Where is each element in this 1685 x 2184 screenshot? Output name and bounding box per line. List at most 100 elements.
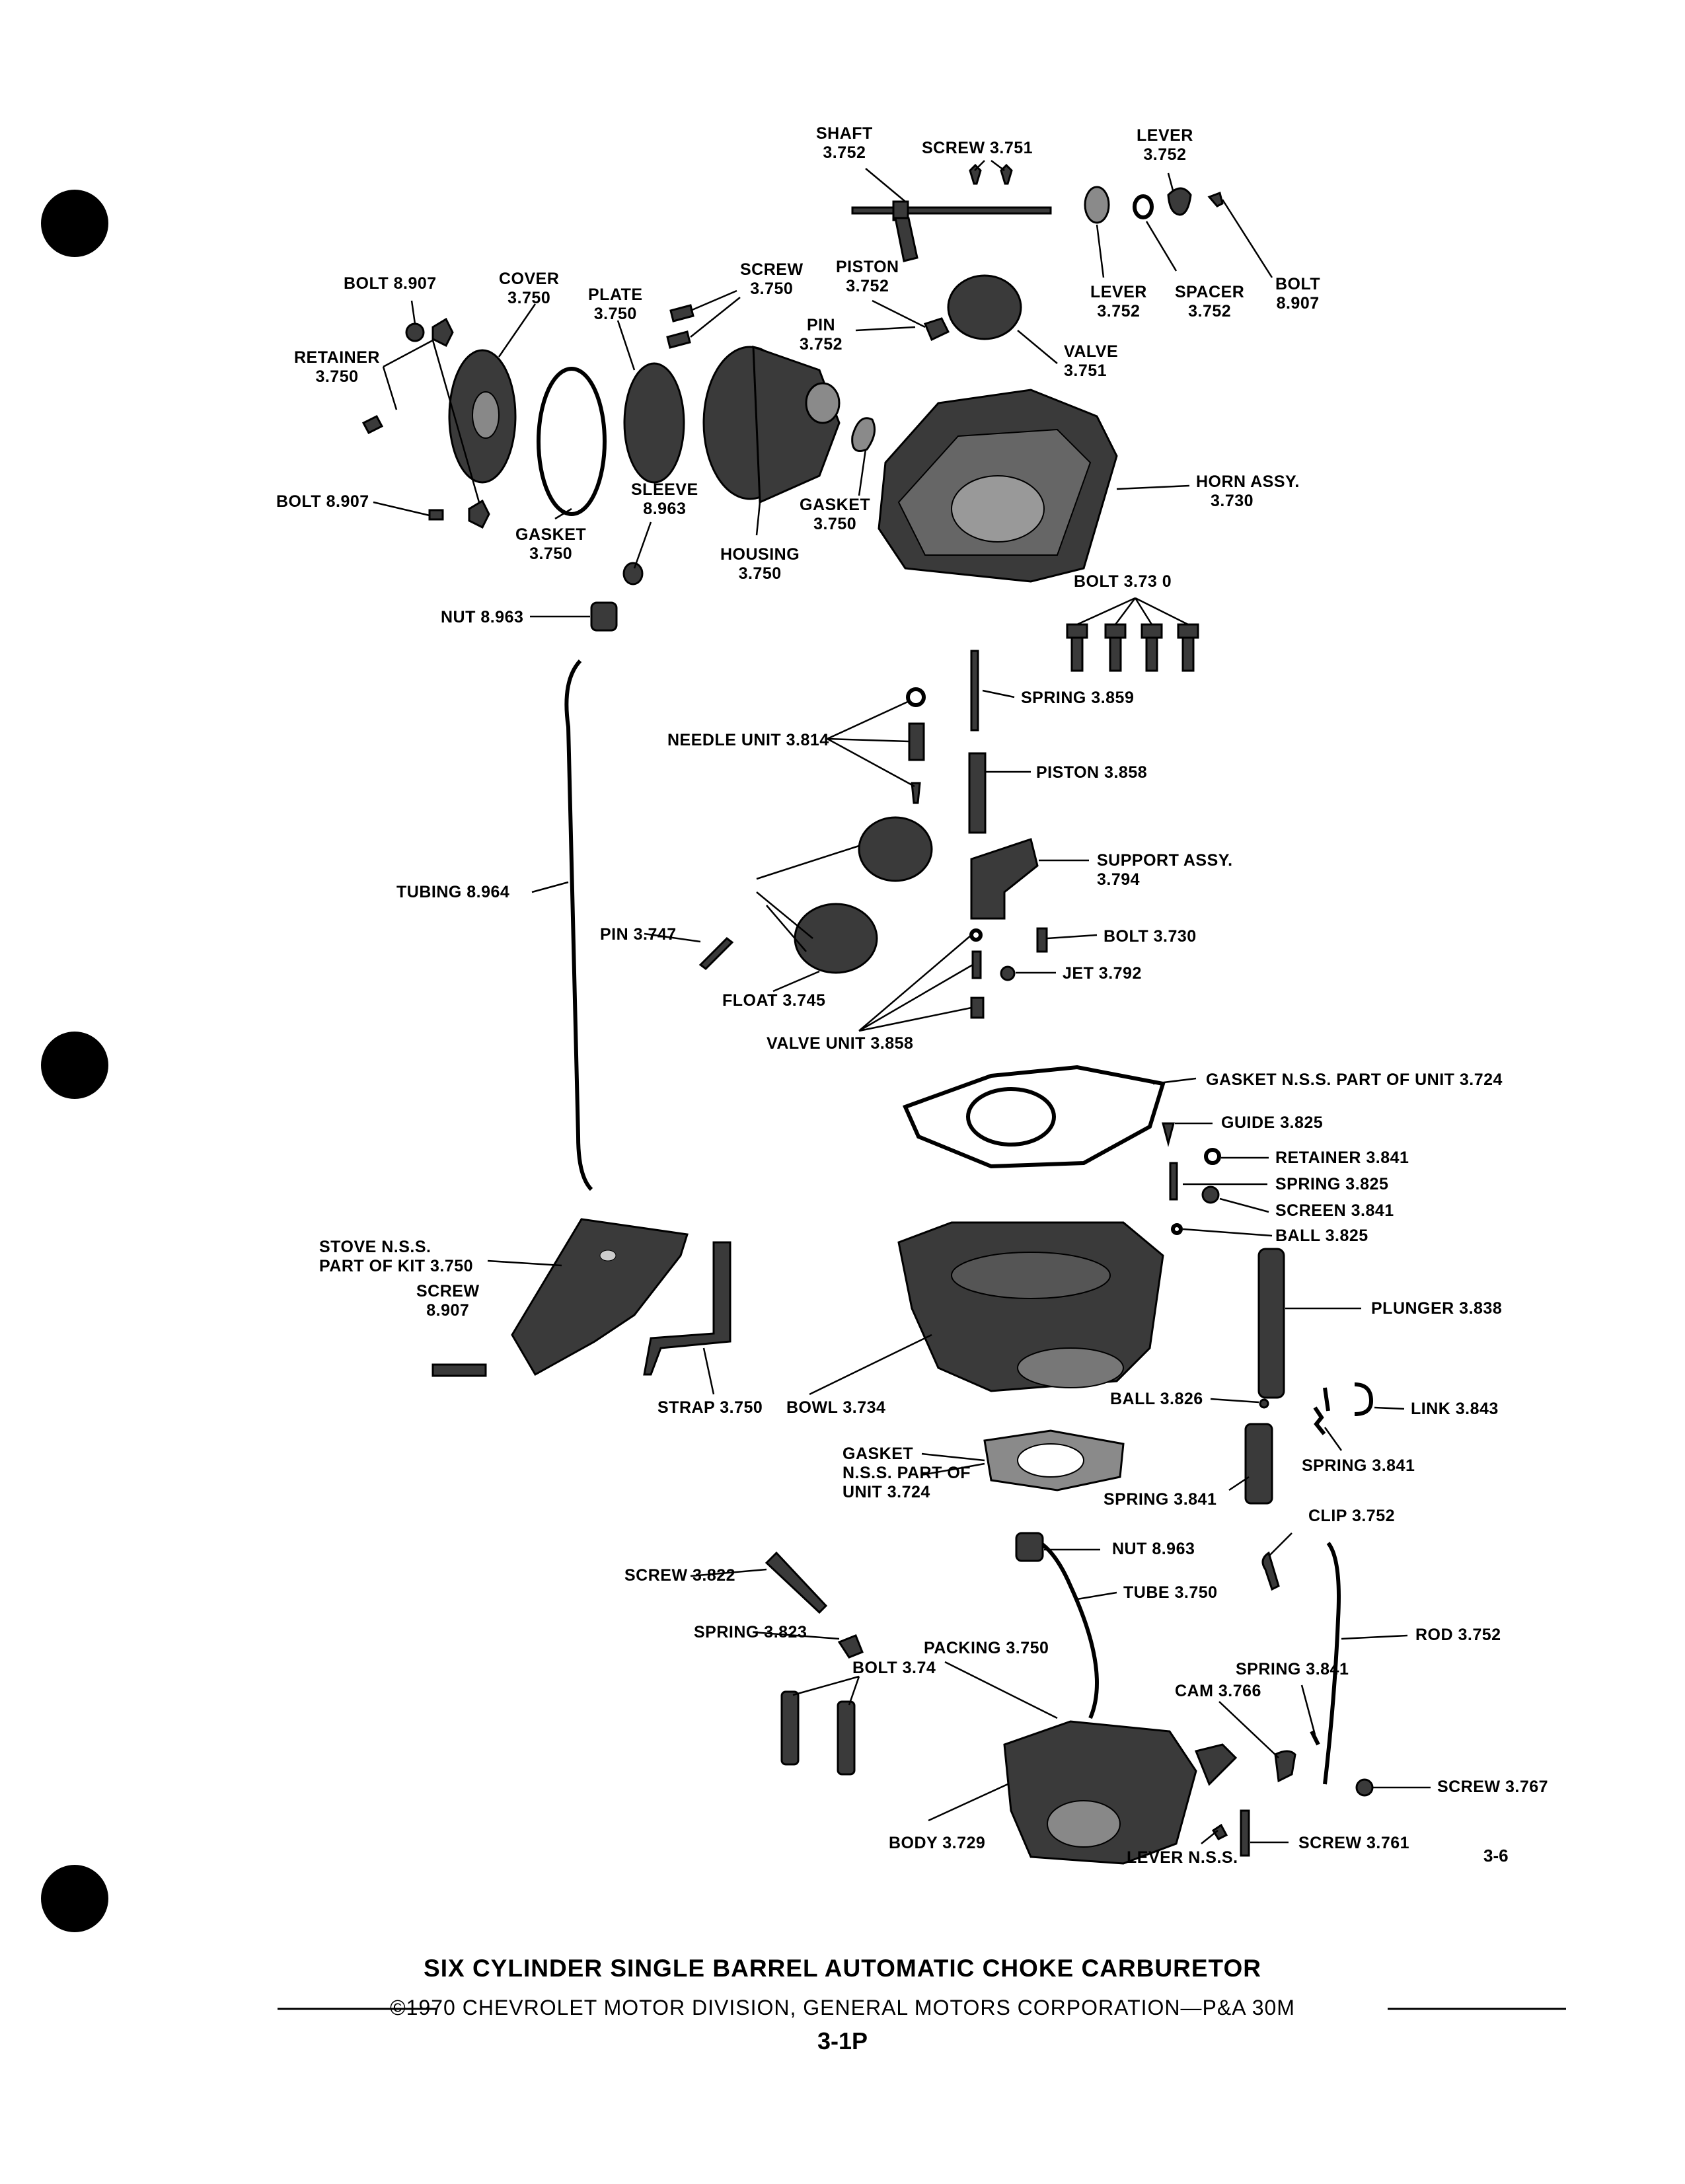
label-bolt-374: BOLT 3.74: [852, 1659, 936, 1677]
valve-3751-part: [947, 274, 1022, 340]
label-nut-8963-bottom: NUT 8.963: [1112, 1540, 1195, 1558]
label-tubing: TUBING 8.964: [396, 883, 510, 901]
label-bolt-3730-mid: BOLT 3.730: [1104, 927, 1197, 946]
needle-unit-ring: [906, 687, 926, 707]
body-part: [1003, 1720, 1238, 1865]
spring-3859-part: [970, 650, 979, 732]
label-bolt-top-left: BOLT 8.907: [344, 274, 437, 293]
nut-8963-top-part: [590, 601, 618, 632]
gasket-nss-part: [902, 1065, 1166, 1169]
screw-3761-part: [1240, 1809, 1250, 1857]
retainer-lower-part-b: [468, 499, 490, 529]
label-strap: STRAP 3.750: [657, 1398, 763, 1417]
rod-part: [1323, 1542, 1341, 1785]
label-rod: ROD 3.752: [1415, 1626, 1501, 1644]
label-clip: CLIP 3.752: [1308, 1507, 1396, 1525]
retainer-lower-part-a: [361, 415, 384, 434]
punch-hole-bottom: [41, 1865, 108, 1932]
screw-3767-part: [1355, 1778, 1374, 1797]
piston-3752-part: [923, 317, 950, 342]
nut-8963-bottom-part: [1015, 1532, 1044, 1562]
float-part: [756, 816, 933, 974]
screw-3750-b: [666, 330, 691, 349]
label-spring-3823: SPRING 3.823: [694, 1623, 807, 1641]
label-spring-3825: SPRING 3.825: [1275, 1175, 1389, 1193]
retainer-3841-part: [1204, 1148, 1221, 1165]
label-guide: GUIDE 3.825: [1221, 1113, 1324, 1132]
tube-3750-part: [1024, 1534, 1099, 1719]
screw-3750-a: [669, 304, 694, 322]
label-bolt-mid-left: BOLT 8.907: [276, 492, 369, 511]
tubing-part: [564, 659, 593, 1191]
jet-part: [1000, 965, 1016, 981]
screw-8907-part: [431, 1363, 487, 1377]
needle-unit-needle: [911, 782, 921, 804]
punch-hole-middle: [41, 1032, 108, 1099]
horn-assembly-part: [878, 389, 1118, 583]
gasket-lower-part: [983, 1429, 1125, 1491]
label-retainer-3841: RETAINER 3.841: [1275, 1148, 1409, 1167]
spacer-part: [1133, 194, 1154, 219]
label-float: FLOAT 3.745: [722, 991, 826, 1010]
label-cam: CAM 3.766: [1175, 1682, 1261, 1700]
ball-3825-part: [1171, 1223, 1183, 1235]
label-needle: NEEDLE UNIT 3.814: [667, 731, 829, 749]
cam-part: [1274, 1750, 1296, 1783]
spring-3825-part: [1169, 1162, 1178, 1201]
label-plunger: PLUNGER 3.838: [1371, 1299, 1503, 1318]
lever-nss-part: [1211, 1823, 1228, 1840]
plunger-part: [1257, 1248, 1285, 1399]
label-bolt-3730-top: BOLT 3.73 0: [1074, 572, 1172, 591]
screen-part: [1201, 1186, 1220, 1204]
label-link: LINK 3.843: [1411, 1400, 1499, 1418]
gasket-3750-small: [851, 417, 876, 452]
label-body: BODY 3.729: [889, 1834, 986, 1852]
label-bowl: BOWL 3.734: [786, 1398, 886, 1417]
label-screen: SCREEN 3.841: [1275, 1201, 1394, 1220]
label-lever-nss: LEVER N.S.S.: [1127, 1848, 1238, 1867]
sheet-number: 3-6: [1483, 1846, 1509, 1865]
spring-3823-part: [837, 1634, 864, 1659]
label-screw-3761: SCREW 3.761: [1298, 1834, 1410, 1852]
housing-part: [702, 345, 841, 504]
label-gasket-nss: GASKET N.S.S. PART OF UNIT 3.724: [1206, 1071, 1503, 1089]
label-spring-3841-c: SPRING 3.841: [1236, 1660, 1349, 1678]
copyright-line: ©1970 CHEVROLET MOTOR DIVISION, GENERAL …: [390, 1996, 1295, 2019]
leader-lines: [373, 160, 1431, 1844]
spring-3841-c-part: [1310, 1730, 1320, 1746]
bolt-3730-mid-part: [1036, 927, 1048, 953]
label-spring-3841-a: SPRING 3.841: [1302, 1456, 1415, 1475]
page-number: 3-1P: [817, 2027, 868, 2054]
label-horn: HORN ASSY.3.730: [1196, 472, 1300, 510]
label-valve-unit: VALVE UNIT 3.858: [767, 1034, 914, 1053]
label-spring-3841-b: SPRING 3.841: [1104, 1490, 1217, 1509]
link-part: [1323, 1382, 1374, 1416]
spring-3841-small-part: [1313, 1406, 1326, 1435]
ball-3826-part: [1259, 1398, 1269, 1409]
valve-unit-body: [970, 997, 985, 1019]
label-screw-3767: SCREW 3.767: [1437, 1778, 1549, 1796]
valve-unit-spring: [971, 950, 982, 979]
support-assembly-part: [970, 838, 1039, 920]
lever-3752-top-part: [1167, 187, 1192, 216]
bolt-8907-right-part: [1207, 192, 1224, 207]
guide-part: [1162, 1122, 1175, 1147]
label-stove: STOVE N.S.S.PART OF KIT 3.750: [319, 1238, 474, 1275]
spring-3841-part: [1244, 1423, 1273, 1505]
clip-part: [1261, 1551, 1280, 1591]
label-ball-3826: BALL 3.826: [1110, 1390, 1203, 1408]
label-spring-3859: SPRING 3.859: [1021, 689, 1135, 707]
